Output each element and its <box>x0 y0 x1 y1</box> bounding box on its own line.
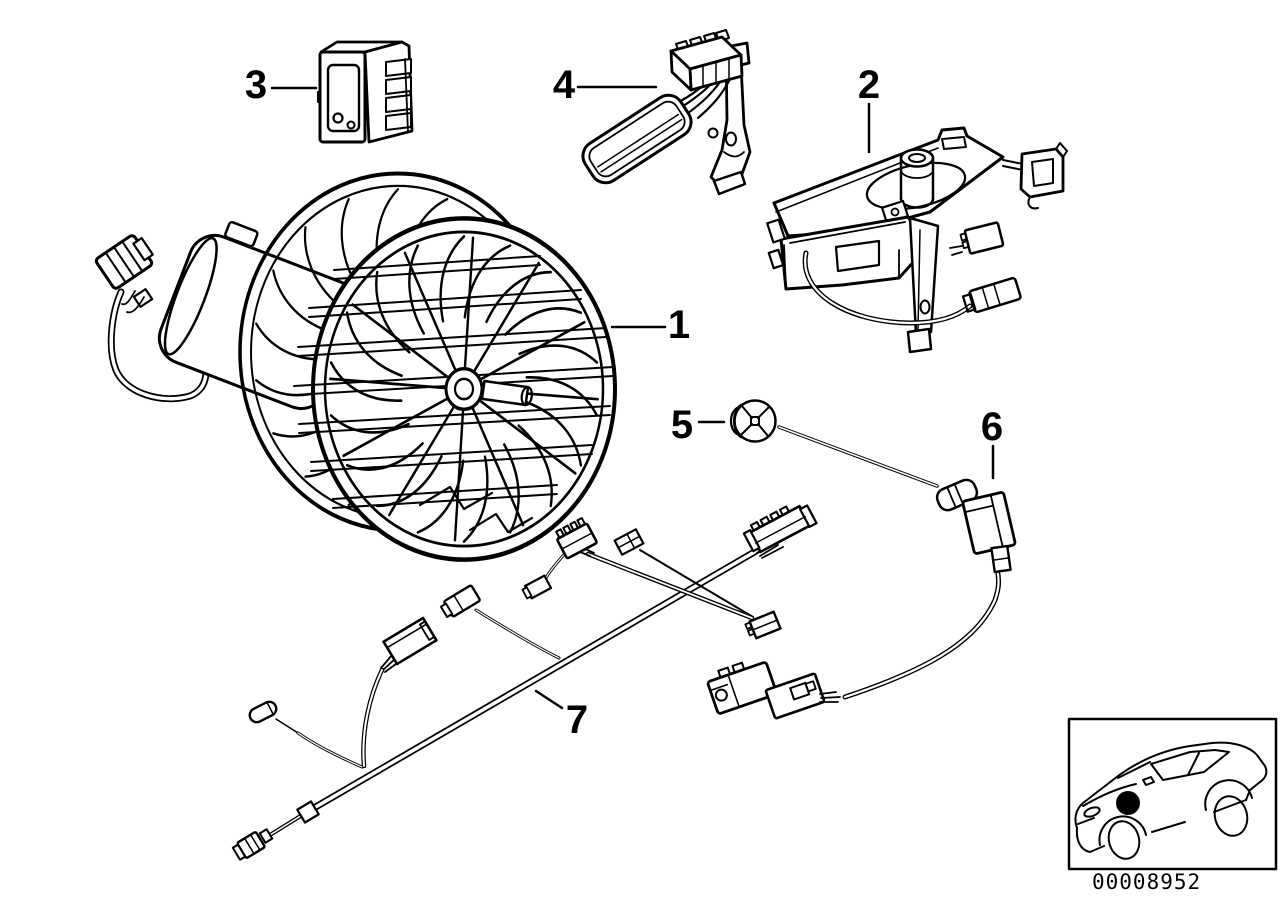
bracket-cable-plug <box>961 276 1022 314</box>
grommet-drawing <box>729 399 777 443</box>
sensor-body <box>961 491 1017 555</box>
sensor-tab <box>990 544 1012 574</box>
harness-connector-pair <box>706 661 778 715</box>
car-inset-frame <box>1067 717 1278 871</box>
harness-connector <box>382 616 438 666</box>
location-dot <box>1116 791 1140 815</box>
harness-connector <box>555 517 598 560</box>
callout-5[interactable]: 5 <box>671 403 726 447</box>
harness-connector-main <box>742 504 818 554</box>
mounting-bracket-drawing <box>766 126 1068 354</box>
harness-inline-sleeve <box>248 700 278 724</box>
harness-plug <box>521 574 553 600</box>
relay-terminal <box>385 112 412 131</box>
relay-drawing <box>317 40 414 144</box>
callout-4-label[interactable]: 4 <box>553 63 576 107</box>
callout-3-label[interactable]: 3 <box>245 63 267 107</box>
callout-3[interactable]: 3 <box>245 63 318 107</box>
callout-4[interactable]: 4 <box>553 63 658 107</box>
motor-connector <box>94 234 154 290</box>
image-number: 00008952 <box>1092 870 1201 894</box>
relay-terminal <box>385 76 412 95</box>
harness-connector <box>744 610 782 640</box>
relay-terminal <box>385 58 412 77</box>
fan-shaft <box>480 379 533 407</box>
blower-fan-motor-drawing <box>94 171 617 562</box>
callout-5-label[interactable]: 5 <box>671 403 693 447</box>
motor-body <box>157 220 359 410</box>
callout-7-label[interactable]: 7 <box>566 698 588 742</box>
callout-7[interactable]: 7 <box>534 689 588 742</box>
car-icon <box>1074 741 1268 860</box>
sensor-cable <box>842 571 1002 700</box>
sensor-ferrule <box>935 478 979 512</box>
wiring-harness-drawing <box>231 504 841 861</box>
bracket-side-connector <box>959 221 1005 255</box>
callout-6[interactable]: 6 <box>981 405 1003 480</box>
harness-connector-pair <box>764 672 826 720</box>
callout-7-leader <box>534 689 564 710</box>
callout-2[interactable]: 2 <box>858 63 880 154</box>
callout-6-label[interactable]: 6 <box>981 405 1003 449</box>
sensor-cable-drawing <box>842 478 1017 700</box>
callout-1-label[interactable]: 1 <box>668 303 690 347</box>
car-inset: 00008952 <box>1067 717 1278 894</box>
harness-connector <box>613 528 645 556</box>
callout-1[interactable]: 1 <box>610 303 690 347</box>
callout-2-label[interactable]: 2 <box>858 63 880 107</box>
relay-terminal <box>385 94 412 113</box>
harness-connector-end <box>231 831 266 861</box>
blower-resistor-drawing <box>581 29 752 196</box>
harness-connector <box>439 584 481 618</box>
fan-hub <box>328 236 600 542</box>
